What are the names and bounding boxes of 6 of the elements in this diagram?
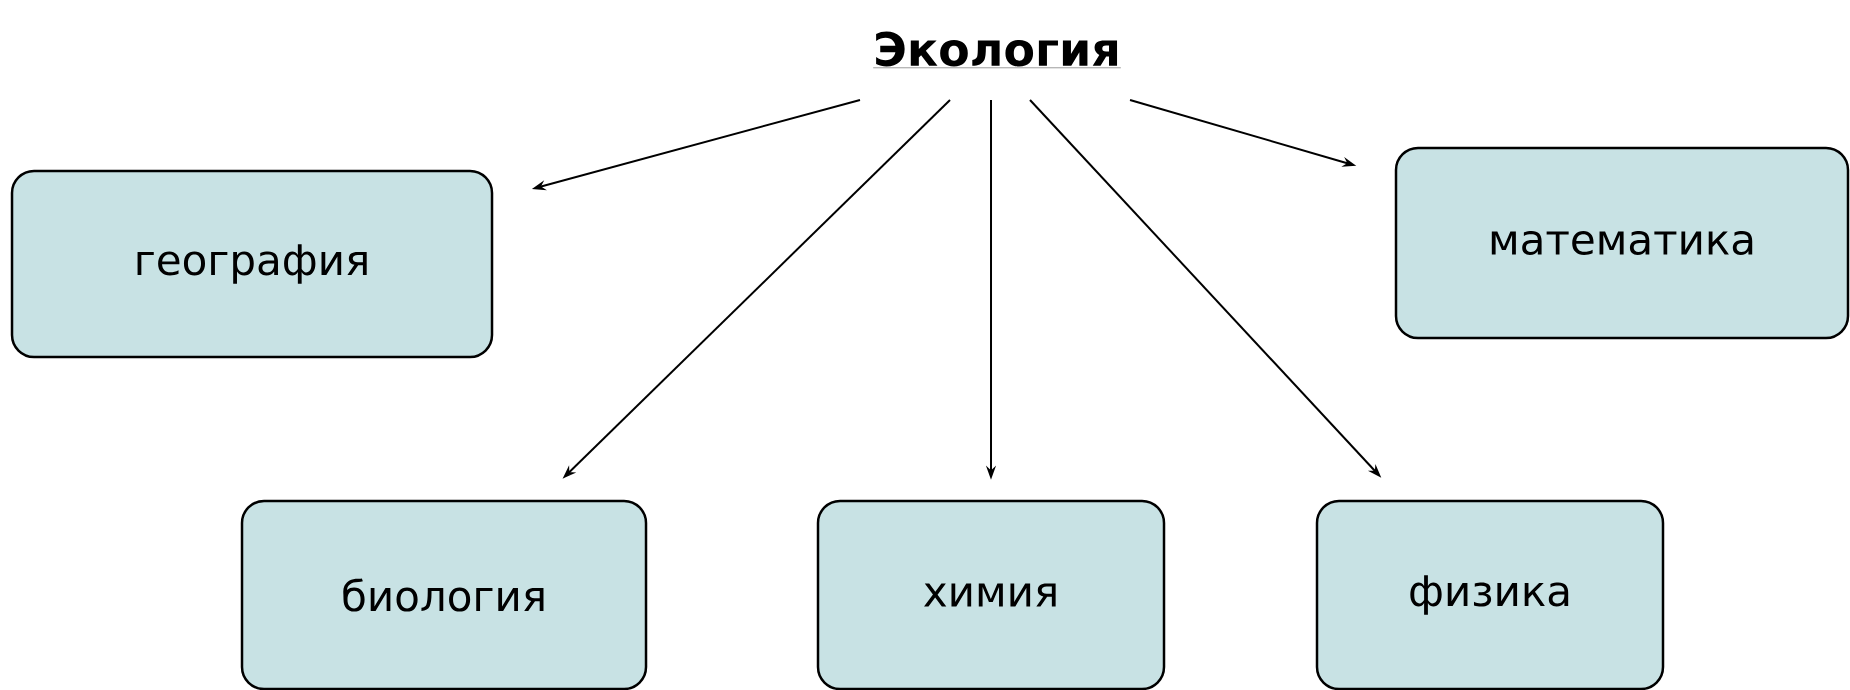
subject-box: химия	[816, 499, 1166, 690]
subject-box: математика	[1394, 146, 1850, 340]
heading: Экология	[872, 31, 1122, 68]
subject-box: география	[10, 169, 494, 359]
subject-box: физика	[1315, 499, 1665, 690]
subject-box: биология	[240, 499, 648, 690]
